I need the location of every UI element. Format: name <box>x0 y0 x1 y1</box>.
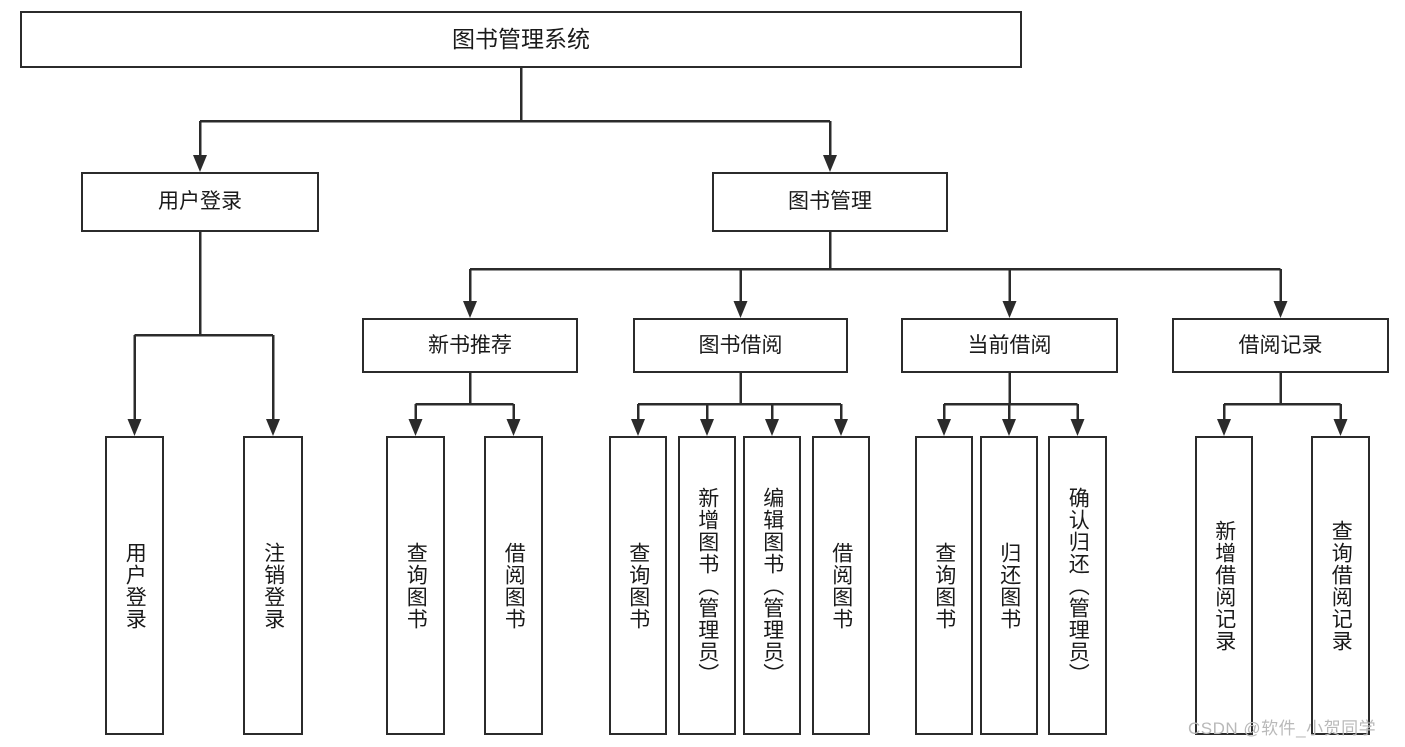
arrow-head <box>193 155 207 172</box>
arrow-head <box>700 419 714 436</box>
node-label: 借阅图书 <box>829 541 853 630</box>
node-label: 确认归还（管理员） <box>1066 486 1090 685</box>
arrow-head <box>1333 419 1348 436</box>
node-label: 用户登录 <box>123 541 147 630</box>
node-leaf-edit-book: 编辑图书（管理员） <box>743 436 801 735</box>
node-label: 新书推荐 <box>428 333 512 357</box>
arrow-head <box>1002 301 1017 318</box>
node-label: 用户登录 <box>158 190 242 214</box>
node-label: 图书管理 <box>788 190 872 214</box>
node-label: 查询图书 <box>626 541 650 630</box>
node-root: 图书管理系统 <box>20 11 1022 68</box>
arrow-head <box>1002 419 1016 436</box>
node-label: 查询图书 <box>404 541 428 630</box>
node-label: 图书借阅 <box>698 333 783 357</box>
node-leaf-add-record: 新增借阅记录 <box>1195 436 1253 735</box>
node-label: 借阅图书 <box>502 541 526 630</box>
arrow-head <box>408 419 423 436</box>
node-new-book-rec: 新书推荐 <box>362 318 578 373</box>
node-leaf-borrow-2: 借阅图书 <box>812 436 870 735</box>
node-leaf-logout: 注销登录 <box>243 436 303 735</box>
arrow-head <box>266 419 280 436</box>
node-user-login: 用户登录 <box>81 172 319 232</box>
node-label: 归还图书 <box>997 541 1021 630</box>
arrow-head <box>1273 301 1288 318</box>
node-book-borrow: 图书借阅 <box>633 318 848 373</box>
node-book-manage: 图书管理 <box>712 172 948 232</box>
arrow-head <box>834 419 848 436</box>
node-leaf-add-book: 新增图书（管理员） <box>678 436 736 735</box>
node-leaf-confirm: 确认归还（管理员） <box>1048 436 1107 735</box>
node-borrow-record: 借阅记录 <box>1172 318 1389 373</box>
node-leaf-borrow-1: 借阅图书 <box>484 436 543 735</box>
arrow-head <box>765 419 779 436</box>
node-current-borrow: 当前借阅 <box>901 318 1118 373</box>
node-label: 新增借阅记录 <box>1212 519 1236 652</box>
node-label: 新增图书（管理员） <box>695 486 719 685</box>
node-label: 当前借阅 <box>967 333 1052 357</box>
node-leaf-qry-record: 查询借阅记录 <box>1311 436 1370 735</box>
arrow-head <box>506 419 521 436</box>
arrow-head <box>733 301 748 318</box>
node-leaf-query-2: 查询图书 <box>609 436 667 735</box>
arrow-head <box>1070 419 1085 436</box>
arrow-head <box>1217 419 1231 436</box>
arrow-head <box>463 301 477 318</box>
node-label: 图书管理系统 <box>452 26 590 53</box>
node-leaf-query-3: 查询图书 <box>915 436 973 735</box>
arrow-head <box>127 419 142 436</box>
arrow-head <box>631 419 645 436</box>
node-leaf-return: 归还图书 <box>980 436 1038 735</box>
arrow-head <box>937 419 951 436</box>
node-label: 查询借阅记录 <box>1329 519 1353 652</box>
node-label: 编辑图书（管理员） <box>760 486 784 685</box>
node-label: 查询图书 <box>932 541 956 630</box>
node-leaf-user-login: 用户登录 <box>105 436 164 735</box>
node-label: 注销登录 <box>261 541 285 630</box>
node-label: 借阅记录 <box>1238 333 1323 357</box>
node-leaf-query-1: 查询图书 <box>386 436 445 735</box>
arrow-head <box>823 155 837 172</box>
